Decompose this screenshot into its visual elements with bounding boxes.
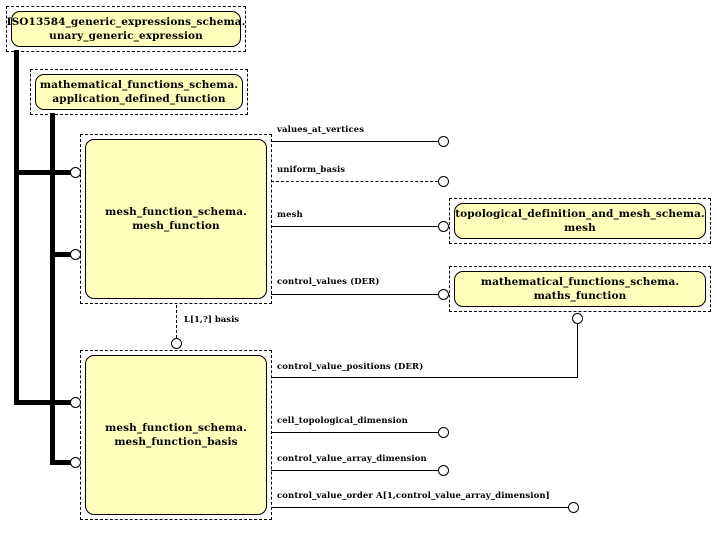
attr-line-control-value-order <box>271 507 573 508</box>
supertype-branch-meshfunction-unary <box>14 170 78 175</box>
attr-label-values-at-vertices: values_at_vertices <box>277 125 365 135</box>
attr-line-cell-topological-dimension <box>271 432 443 433</box>
entity-topological-mesh[interactable]: topological_definition_and_mesh_schema. … <box>449 198 711 244</box>
entity-mesh-function-basis-body: mesh_function_schema. mesh_function_basi… <box>85 355 267 515</box>
supertype-branch-basis-application <box>50 460 78 465</box>
entity-unary-generic-expression[interactable]: ISO13584_generic_expressions_schema. una… <box>6 6 246 52</box>
attr-label-mesh: mesh <box>277 210 303 220</box>
supertype-trunk-unary <box>14 50 19 405</box>
entity-maths-function-body: mathematical_functions_schema. maths_fun… <box>454 271 706 307</box>
attr-circle-uniform-basis <box>438 176 449 187</box>
entity-mesh-function-label: mesh_function_schema. mesh_function <box>105 205 247 232</box>
attr-label-cell-topological-dimension: cell_topological_dimension <box>277 416 408 426</box>
entity-unary-generic-expression-body: ISO13584_generic_expressions_schema. una… <box>7 11 245 47</box>
entity-topological-mesh-label: topological_definition_and_mesh_schema. … <box>455 207 705 234</box>
attr-circle-control-value-positions <box>572 313 583 324</box>
attr-circle-control-value-order <box>568 502 579 513</box>
attr-label-control-values: control_values (DER) <box>277 277 380 287</box>
attr-line-control-value-positions <box>271 377 578 378</box>
attr-line-mesh <box>271 226 443 227</box>
entity-mesh-function-basis-label: mesh_function_schema. mesh_function_basi… <box>105 421 247 448</box>
entity-mesh-function-basis[interactable]: mesh_function_schema. mesh_function_basi… <box>80 350 272 520</box>
entity-maths-function[interactable]: mathematical_functions_schema. maths_fun… <box>449 266 711 312</box>
entity-maths-function-label: mathematical_functions_schema. maths_fun… <box>480 275 680 302</box>
relationship-label-basis: L[1,?] basis <box>184 315 240 325</box>
attr-circle-mesh <box>438 221 449 232</box>
relationship-circle-basis <box>171 338 182 349</box>
attr-line-control-value-positions-riser <box>577 318 578 377</box>
attr-line-control-values <box>271 294 443 295</box>
entity-application-defined-function-label: mathematical_functions_schema. applicati… <box>39 78 239 105</box>
entity-application-defined-function[interactable]: mathematical_functions_schema. applicati… <box>30 69 248 115</box>
relationship-line-basis <box>176 305 177 343</box>
attr-circle-cell-topological-dimension <box>438 427 449 438</box>
entity-topological-mesh-body: topological_definition_and_mesh_schema. … <box>454 203 706 239</box>
entity-mesh-function[interactable]: mesh_function_schema. mesh_function <box>80 134 272 304</box>
supertype-trunk-application <box>50 113 55 465</box>
attr-label-control-value-array-dimension: control_value_array_dimension <box>277 454 427 464</box>
attr-line-control-value-array-dimension <box>271 470 443 471</box>
entity-unary-generic-expression-label: ISO13584_generic_expressions_schema. una… <box>6 15 246 42</box>
attr-circle-values-at-vertices <box>438 136 449 147</box>
attr-label-uniform-basis: uniform_basis <box>277 165 346 175</box>
supertype-branch-meshfunction-application <box>50 252 78 257</box>
attr-line-values-at-vertices <box>271 141 443 142</box>
attr-label-control-value-positions: control_value_positions (DER) <box>277 362 424 372</box>
attr-label-control-value-order: control_value_order A[1,control_value_ar… <box>277 491 550 501</box>
attr-line-uniform-basis <box>271 181 443 182</box>
attr-circle-control-values <box>438 289 449 300</box>
attr-circle-control-value-array-dimension <box>438 465 449 476</box>
entity-application-defined-function-body: mathematical_functions_schema. applicati… <box>35 74 243 110</box>
supertype-branch-basis-unary <box>14 400 78 405</box>
entity-mesh-function-body: mesh_function_schema. mesh_function <box>85 139 267 299</box>
